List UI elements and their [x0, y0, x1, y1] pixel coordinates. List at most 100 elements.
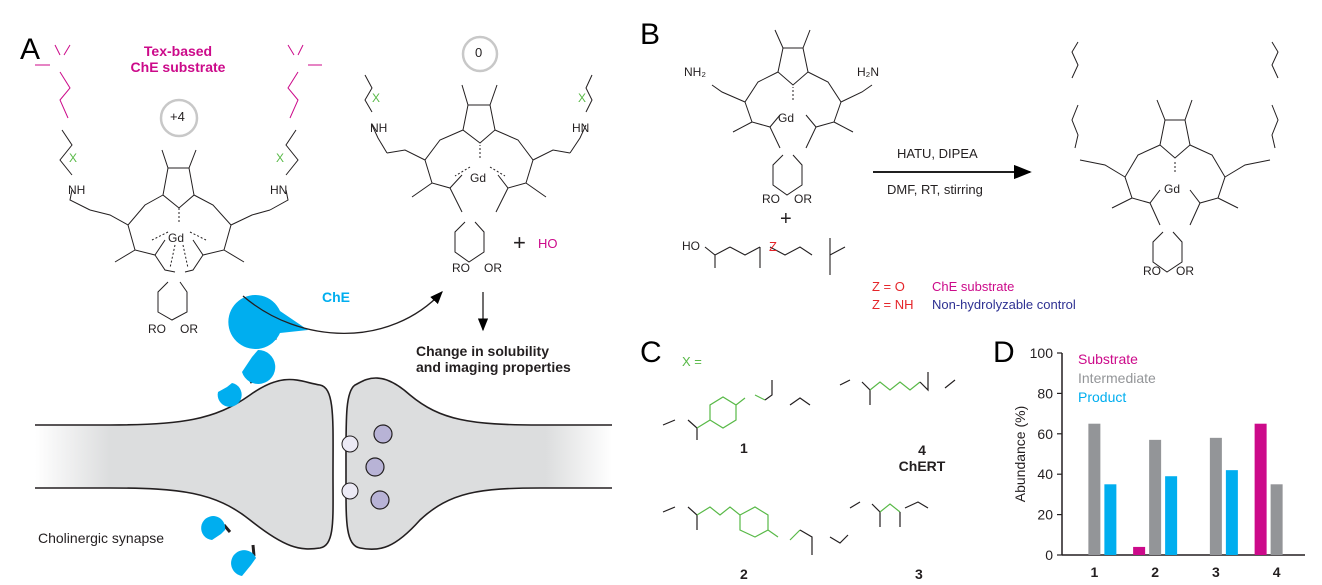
ho-label-b: HO	[682, 239, 700, 253]
synapse-illustration	[35, 291, 612, 576]
h2n-label: H₂N	[857, 65, 879, 79]
product-molecule	[364, 35, 593, 263]
charge-zero-text: 0	[475, 45, 483, 60]
che-enzyme	[217, 383, 242, 407]
y-tick-label: 20	[1037, 507, 1053, 523]
bar-intermediate-2	[1149, 439, 1162, 555]
substrate-title-line1: Tex-based	[143, 43, 213, 59]
y-tick-label: 40	[1037, 466, 1053, 482]
compound-2-label: 2	[740, 566, 748, 582]
bar-substrate-4	[1254, 423, 1267, 555]
presynaptic-terminal	[35, 379, 334, 549]
panel-c-letter: C	[640, 336, 662, 369]
gd-atom-a2: Gd	[470, 171, 487, 185]
che-enzyme	[231, 550, 256, 576]
vesicle	[365, 457, 385, 477]
y-tick-label: 0	[1045, 547, 1053, 563]
charge-ring-plus4	[159, 98, 199, 138]
bar-intermediate-1	[1088, 423, 1101, 555]
z-legend-control: Non-hydrolyzable control	[932, 296, 1076, 312]
x-label-a4: X	[578, 91, 587, 105]
che-enzyme	[201, 516, 226, 540]
ro-label-b1: RO	[762, 192, 780, 206]
y-tick-label: 80	[1037, 385, 1053, 401]
x-tick-label: 1	[1090, 564, 1098, 580]
legend-substrate: Substrate	[1078, 351, 1138, 367]
vesicle	[373, 424, 393, 444]
che-enzyme	[242, 349, 276, 384]
hn-label-a2: HN	[572, 121, 590, 135]
bar-product-3	[1225, 470, 1238, 555]
x-tick-label: 3	[1212, 564, 1220, 580]
postsynaptic-terminal	[345, 377, 612, 550]
bar-substrate-2	[1133, 546, 1146, 555]
z-legend-nh: Z = NH	[872, 296, 914, 312]
vesicle	[370, 490, 390, 510]
z-legend: Z = O ChE substrate Z = NH Non-hydrolyzabl…	[872, 279, 1076, 313]
plus-sign-b: +	[780, 208, 792, 230]
ro-label-b2: RO	[1143, 264, 1161, 278]
x-label-a1: X	[69, 151, 78, 165]
y-axis-label: Abundance (%)	[1012, 406, 1028, 503]
synapse-label: Cholinergic synapse	[38, 530, 165, 546]
substrate-title-line2: ChE substrate	[130, 59, 226, 76]
plus-sign-a: +	[513, 230, 526, 255]
activated-acid	[704, 238, 846, 275]
bar-product-2	[1165, 476, 1178, 555]
panel-b-letter: B	[640, 18, 661, 51]
legend-intermediate: Intermediate	[1078, 370, 1156, 386]
ro-label-a1: RO	[148, 322, 166, 336]
reaction-arrow-curved	[242, 291, 443, 335]
nh-label-a2: NH	[370, 121, 388, 135]
compound-4-id: 4	[918, 442, 926, 458]
che-enzymes	[201, 295, 308, 576]
x-tick-label: 4	[1273, 564, 1281, 580]
charge-ring-zero	[461, 35, 499, 73]
compound-3-label: 3	[915, 566, 923, 582]
product-macrocycle	[1071, 41, 1279, 273]
substrate-molecule	[35, 44, 322, 321]
nh2-label: NH₂	[684, 65, 706, 79]
z-legend-substrate: ChE substrate	[932, 279, 1015, 294]
y-tick-label: 100	[1030, 345, 1054, 361]
gd-atom-b2: Gd	[1164, 182, 1181, 196]
x-tick-label: 2	[1151, 564, 1159, 580]
choline-byproduct-label: HO	[538, 236, 558, 251]
charge-plus4-text: +4	[170, 109, 185, 124]
receptor-bump	[341, 435, 359, 453]
or-label-a1: OR	[180, 322, 198, 336]
result-line1: Change in solubility	[416, 343, 550, 359]
compound-4-label: 4 ChERT	[897, 442, 947, 474]
gd-atom-a1: Gd	[168, 231, 185, 245]
x-label-a3: X	[372, 91, 381, 105]
ro-label-a2: RO	[452, 261, 470, 275]
x-label-a2: X	[276, 151, 285, 165]
y-tick-label: 60	[1037, 426, 1053, 442]
substrate-title: Tex-based ChE substrate	[123, 43, 233, 75]
che-enzyme-label: ChE	[322, 289, 350, 305]
panel-d-letter: D	[993, 336, 1015, 369]
or-label-a2: OR	[484, 261, 502, 275]
linker-structures	[662, 372, 956, 555]
result-description: Change in solubility and imaging propert…	[416, 343, 571, 375]
reactant-macrocycle	[711, 29, 873, 196]
receptor-bump	[341, 482, 359, 500]
compound-1-label: 1	[740, 440, 748, 456]
gd-atom-b1: Gd	[778, 111, 795, 125]
hn-label-a1: HN	[270, 183, 288, 197]
or-label-b2: OR	[1176, 264, 1194, 278]
reagents-label: HATU, DIPEA	[897, 146, 978, 161]
bar-intermediate-4	[1270, 484, 1283, 555]
panel-a-letter: A	[20, 33, 41, 66]
z-legend-oxygen: Z = O	[872, 279, 905, 294]
che-enzyme-large	[228, 295, 308, 349]
result-line2: and imaging properties	[416, 359, 571, 376]
nh-label-a1: NH	[68, 183, 86, 197]
bar-product-1	[1104, 484, 1117, 555]
bar-intermediate-3	[1209, 437, 1222, 555]
compound-4-name: ChERT	[898, 458, 946, 475]
or-label-b1: OR	[794, 192, 812, 206]
z-label-reactant: Z	[769, 239, 777, 254]
